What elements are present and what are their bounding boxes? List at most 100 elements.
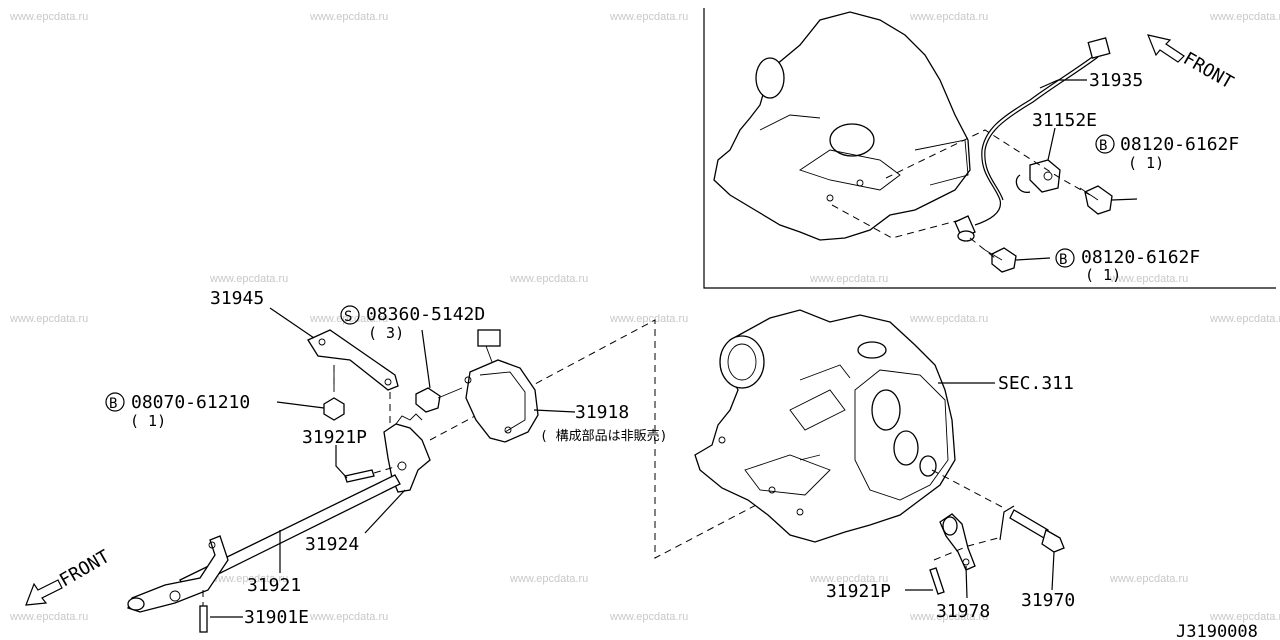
inhibitor-switch-face bbox=[479, 371, 526, 433]
inset-leader-dashed bbox=[969, 237, 996, 259]
bolt-symbol-icon: B bbox=[1055, 248, 1075, 268]
main-case-rib bbox=[744, 454, 831, 496]
inset-bracket bbox=[1029, 159, 1061, 193]
watermark: www.epcdata.ru bbox=[809, 273, 888, 285]
leader-line bbox=[1051, 551, 1055, 591]
inset-bolt-hole bbox=[826, 194, 834, 202]
watermark: www.epcdata.ru bbox=[1109, 573, 1188, 585]
quantity-label: ( 1) bbox=[1128, 154, 1164, 172]
inset-bolt-hole bbox=[856, 179, 864, 187]
main-bolt-hole bbox=[796, 508, 804, 516]
watermark: www.epcdata.ru bbox=[909, 611, 988, 623]
main-leader-dashed bbox=[429, 319, 761, 559]
main-cover-port bbox=[919, 455, 937, 477]
inset-leader-dashed bbox=[885, 129, 1091, 196]
leader-line bbox=[269, 307, 315, 339]
main-lever-teeth bbox=[395, 413, 423, 425]
watermark: www.epcdata.ru bbox=[309, 611, 388, 623]
main-pin-right bbox=[929, 567, 945, 595]
watermark: www.epcdata.ru bbox=[209, 573, 288, 585]
main-converter-hub bbox=[719, 335, 765, 389]
inset-border bbox=[703, 8, 1276, 289]
main-bracket-hole bbox=[318, 338, 326, 346]
part-label-31945[interactable]: 31945 bbox=[210, 288, 264, 309]
leader-line bbox=[276, 401, 325, 409]
main-case-rib bbox=[789, 389, 846, 431]
part-label-31970[interactable]: 31970 bbox=[1021, 590, 1075, 611]
inset-case-rib bbox=[759, 114, 821, 131]
part-label-31918[interactable]: 31918 bbox=[575, 402, 629, 423]
inset-harness-wire bbox=[984, 56, 1099, 201]
watermark: www.epcdata.ru bbox=[609, 313, 688, 325]
main-cable-wire bbox=[999, 505, 1015, 541]
watermark: www.epcdata.ru bbox=[309, 11, 388, 23]
section-reference-label[interactable]: SEC.311 bbox=[998, 373, 1074, 394]
main-rod-eye bbox=[127, 597, 145, 611]
part-label-31921P-right[interactable]: 31921P bbox=[826, 581, 891, 602]
inset-case-rib bbox=[798, 149, 901, 191]
leader-line bbox=[1047, 127, 1056, 161]
leader-line bbox=[335, 445, 348, 479]
watermark: www.epcdata.ru bbox=[1109, 273, 1188, 285]
watermark: www.epcdata.ru bbox=[909, 313, 988, 325]
part-label-08120-6162F-upper[interactable]: 08120-6162F bbox=[1120, 134, 1239, 155]
main-cover-port bbox=[871, 389, 901, 431]
leader-line bbox=[1039, 79, 1059, 89]
main-bolt-hole bbox=[718, 436, 726, 444]
main-bolt-hole bbox=[768, 486, 776, 494]
main-lever-31978-hole bbox=[962, 558, 970, 566]
main-rod-lever-end bbox=[127, 535, 229, 613]
inhibitor-switch-hole bbox=[504, 426, 512, 434]
inset-bolt-lower bbox=[984, 247, 1017, 273]
inhibitor-switch bbox=[465, 359, 539, 443]
main-case-rib bbox=[799, 364, 851, 381]
main-diagram: FRONT 31945 S 08360-5142D ( 3) B 08070-6… bbox=[25, 288, 1075, 633]
inset-bracket-hole bbox=[1043, 171, 1053, 181]
watermark: www.epcdata.ru bbox=[9, 313, 88, 325]
part-label-31978[interactable]: 31978 bbox=[936, 601, 990, 622]
part-label-31152E[interactable]: 31152E bbox=[1032, 110, 1097, 131]
main-case-boss bbox=[857, 341, 887, 359]
part-label-31935[interactable]: 31935 bbox=[1089, 70, 1143, 91]
inset-case-rib bbox=[914, 139, 969, 186]
part-label-31924[interactable]: 31924 bbox=[305, 534, 359, 555]
part-label-31901E[interactable]: 31901E bbox=[244, 607, 309, 628]
main-leader-dashed bbox=[373, 465, 399, 474]
part-label-08360-5142D[interactable]: 08360-5142D bbox=[366, 304, 485, 325]
leader-line bbox=[533, 409, 576, 413]
bolt-symbol: B bbox=[1059, 252, 1067, 268]
part-label-31921P-left[interactable]: 31921P bbox=[302, 427, 367, 448]
quantity-label: ( 1) bbox=[130, 412, 166, 430]
watermark: www.epcdata.ru bbox=[1209, 11, 1280, 23]
watermark: www.epcdata.ru bbox=[9, 11, 88, 23]
main-cover-port bbox=[893, 430, 919, 466]
watermark: www.epcdata.ru bbox=[209, 273, 288, 285]
bolt-symbol-icon: B bbox=[105, 392, 125, 412]
inhibitor-switch-hole bbox=[464, 376, 472, 384]
main-front-arrow-icon bbox=[25, 579, 63, 606]
inset-bolt-upper bbox=[1079, 185, 1113, 215]
watermark: www.epcdata.ru bbox=[909, 11, 988, 23]
main-pin-bottom bbox=[199, 605, 208, 633]
watermark: www.epcdata.ru bbox=[609, 11, 688, 23]
inset-front-label: FRONT bbox=[1180, 48, 1238, 93]
part-label-08070-61210[interactable]: 08070-61210 bbox=[131, 392, 250, 413]
quantity-label: ( 1) bbox=[1085, 266, 1121, 284]
leader-line bbox=[1015, 257, 1051, 261]
part-label-31921[interactable]: 31921 bbox=[247, 575, 301, 596]
main-lever-31978-boss bbox=[942, 516, 958, 536]
watermark: www.epcdata.ru bbox=[1209, 611, 1280, 623]
main-cable-end bbox=[1041, 529, 1065, 553]
watermark: www.epcdata.ru bbox=[309, 313, 388, 325]
watermark: www.epcdata.ru bbox=[1209, 313, 1280, 325]
part-label-08120-6162F-lower[interactable]: 08120-6162F bbox=[1081, 247, 1200, 268]
inset-harness-wire bbox=[974, 54, 1096, 226]
watermark: www.epcdata.ru bbox=[509, 273, 588, 285]
bolt-symbol: B bbox=[1099, 138, 1107, 154]
leader-line bbox=[1111, 198, 1138, 201]
bolt-symbol: B bbox=[109, 396, 117, 412]
main-leader-dashed bbox=[931, 469, 1005, 509]
main-side-cover bbox=[854, 369, 949, 501]
main-screw bbox=[415, 387, 463, 413]
screw-symbol: S bbox=[344, 309, 352, 325]
